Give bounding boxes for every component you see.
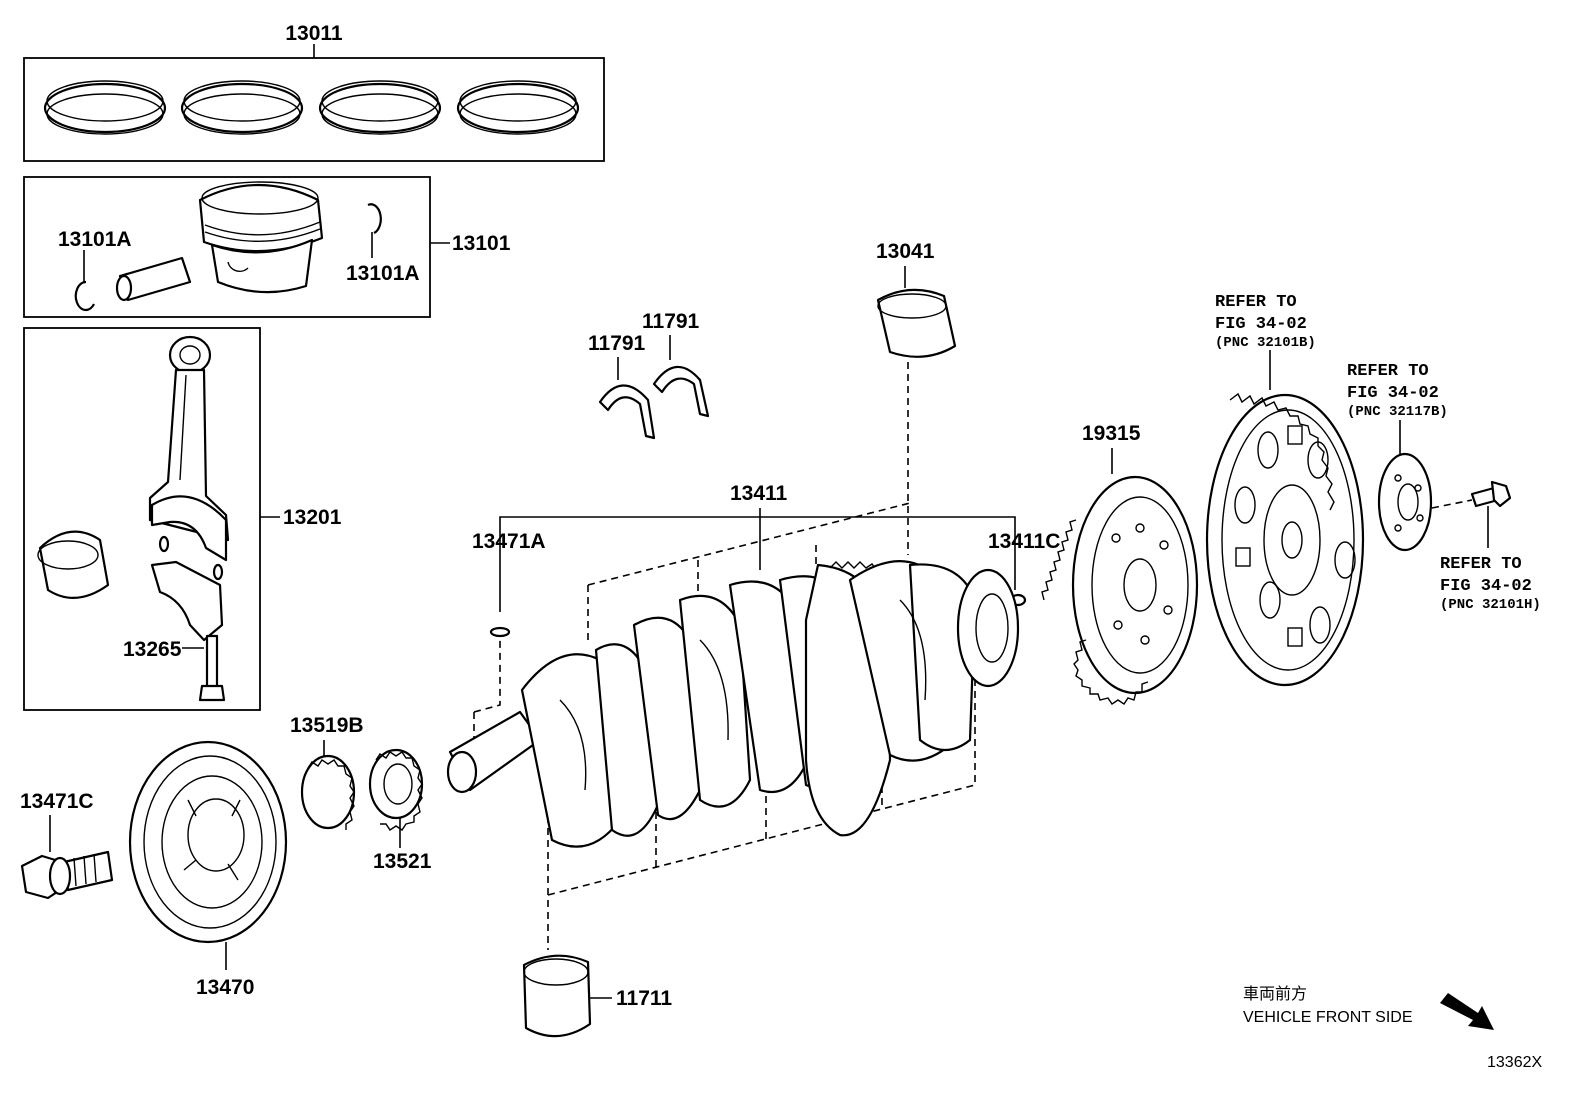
drive-plate-spacer: REFER TO FIG 34-02 (PNC 32117B): [1347, 362, 1448, 552]
piston-with-pin: 13101 13101A 13101A: [23, 176, 511, 318]
conrod-cap: [150, 535, 224, 642]
ref1-line1: REFER TO: [1215, 293, 1297, 312]
conrod-bolt: [198, 634, 226, 702]
pulley-bolt: 13471C: [20, 790, 114, 900]
conrod-box: [23, 327, 261, 711]
dowel-pin-13471a: [489, 626, 511, 638]
label-13041: 13041: [876, 240, 935, 263]
crankshaft-pulley: 13470: [128, 740, 288, 999]
label-19315: 19315: [1082, 422, 1141, 445]
piston-ring-3: [318, 80, 442, 135]
label-13471c: 13471C: [20, 790, 94, 813]
label-13101a-right: 13101A: [346, 262, 420, 285]
drive-plate: REFER TO FIG 34-02 (PNC 32101B): [1205, 293, 1365, 687]
ref3-pnc: (PNC 32101H): [1440, 597, 1541, 613]
piston-box: [23, 176, 431, 318]
piston-ring-2: [180, 80, 304, 135]
ref2-pnc: (PNC 32117B): [1347, 404, 1448, 420]
label-13521: 13521: [373, 850, 432, 873]
piston-ring-1: [43, 80, 167, 135]
label-13101a-left: 13101A: [58, 228, 132, 251]
piston-ring-set: 13011: [23, 22, 605, 162]
label-13011: 13011: [285, 22, 343, 45]
label-13471a: 13471A: [472, 530, 546, 553]
front-side-en: VEHICLE FRONT SIDE: [1243, 1009, 1413, 1026]
label-13411: 13411: [730, 482, 788, 505]
piston: [198, 181, 324, 294]
piston-pin: [115, 256, 192, 302]
label-11711: 11711: [616, 987, 672, 1010]
front-side-indicator: 車両前方 VEHICLE FRONT SIDE: [1243, 984, 1494, 1030]
flywheel-bolt: REFER TO FIG 34-02 (PNC 32101H): [1431, 480, 1541, 613]
label-11791-right: 11791: [642, 310, 700, 333]
conrod-bearing: [37, 530, 110, 599]
ref1-pnc: (PNC 32101B): [1215, 335, 1316, 351]
timing-rotor-19315: 19315: [1041, 422, 1199, 705]
thrust-washer-right: [652, 365, 710, 418]
main-bearing-13041: 13041: [876, 240, 957, 555]
snap-ring-right: [367, 203, 382, 234]
piston-ring-4: [456, 80, 580, 135]
connecting-rod-assy: 13201 13265: [23, 327, 342, 711]
crankshaft: 13411 13471A 13411C: [446, 482, 1060, 950]
label-13519b: 13519B: [290, 714, 364, 737]
snap-ring-left: [74, 280, 95, 312]
connecting-rod: [148, 335, 230, 562]
label-13201: 13201: [283, 506, 342, 529]
front-side-jp: 車両前方: [1243, 984, 1307, 1003]
label-13411c: 13411C: [988, 530, 1060, 553]
ref3-line2: FIG 34-02: [1440, 577, 1532, 596]
ref3-line1: REFER TO: [1440, 555, 1522, 574]
front-direction-arrow-icon: [1440, 993, 1494, 1030]
main-bearing-11711: 11711: [522, 954, 672, 1038]
label-13265: 13265: [123, 638, 182, 661]
thrust-washer-left: [598, 384, 656, 440]
label-13101: 13101: [452, 232, 511, 255]
timing-gear-13519b: 13519B: [290, 714, 364, 830]
thrust-washers: 11791 11791: [588, 310, 710, 440]
ref2-line2: FIG 34-02: [1347, 384, 1439, 403]
sprocket-13521: 13521: [368, 748, 432, 873]
label-11791-left: 11791: [588, 332, 646, 355]
ref1-line2: FIG 34-02: [1215, 315, 1307, 334]
figure-code: 13362X: [1487, 1054, 1542, 1071]
ref2-line1: REFER TO: [1347, 362, 1429, 381]
label-13470: 13470: [196, 976, 254, 999]
